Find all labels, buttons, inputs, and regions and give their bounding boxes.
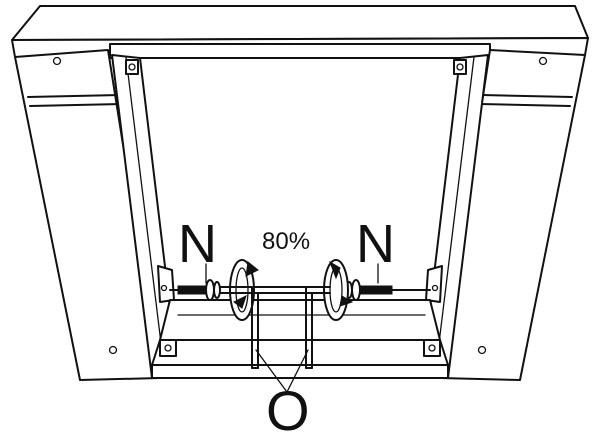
screw-label-right: N (356, 214, 395, 274)
right-screw (345, 279, 431, 301)
torque-setting-label: 80% (262, 228, 310, 255)
top-panel (11, 5, 589, 59)
hex-key-left (227, 286, 259, 369)
tool-label: O (266, 379, 310, 434)
left-panel-hole-top (52, 56, 62, 66)
right-panel-hole-bottom (477, 345, 487, 355)
right-inner-post (421, 54, 489, 379)
hex-key-right (305, 286, 331, 369)
left-screw (169, 279, 221, 301)
left-panel-hole-bottom (108, 345, 118, 355)
right-panel-hole-top (538, 56, 548, 66)
leader-lines (205, 263, 379, 393)
bottom-rail (151, 299, 449, 379)
screw-label-left: N (178, 214, 217, 274)
rotation-arrow-right (323, 259, 354, 321)
rotation-arrow-left (229, 259, 259, 321)
